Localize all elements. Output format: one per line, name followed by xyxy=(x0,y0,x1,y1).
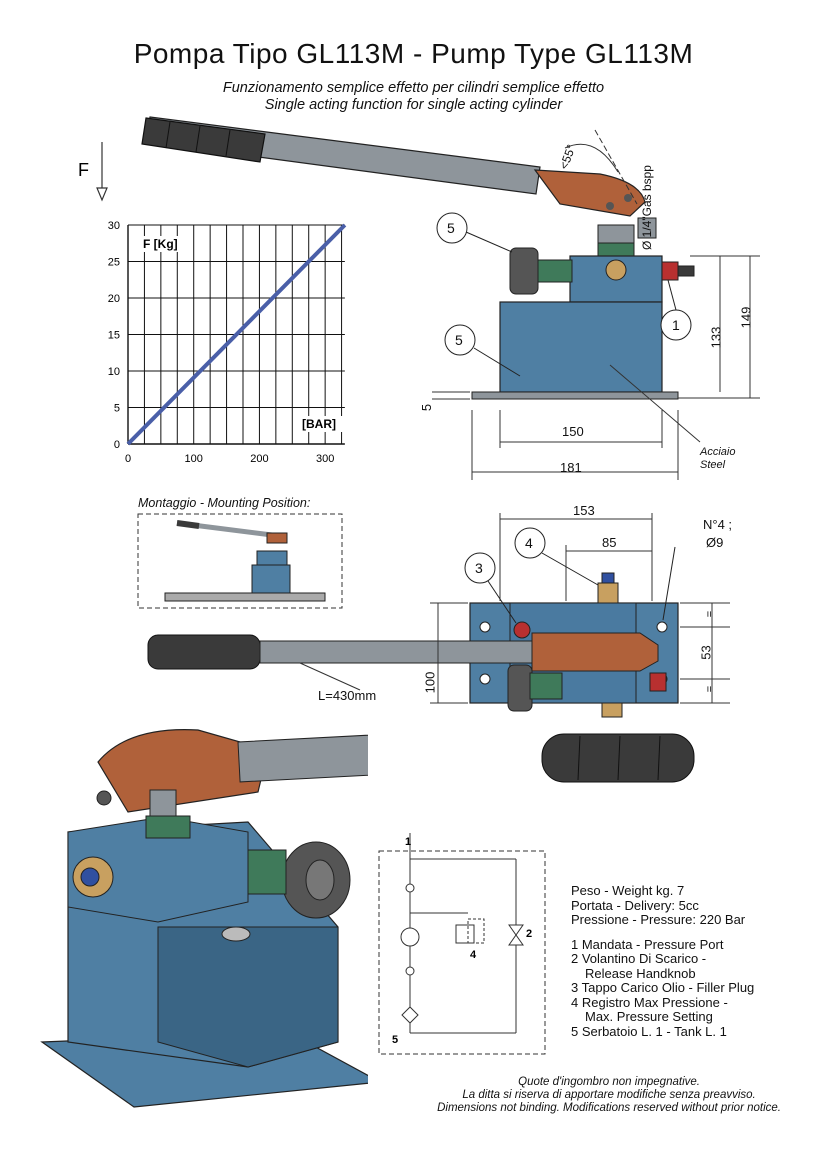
isometric-drawing xyxy=(40,724,368,1108)
hole-diameter: Ø9 xyxy=(706,535,724,550)
holes-count: N°4 ; xyxy=(703,517,733,532)
y-tick-label: 15 xyxy=(108,330,120,342)
y-tick-label: 5 xyxy=(114,403,120,415)
chart-series xyxy=(126,223,347,446)
force-arrow-icon: F xyxy=(78,142,108,202)
x-tick-label: 200 xyxy=(250,453,268,465)
y-tick-label: 20 xyxy=(108,293,120,305)
callout-4: 4 xyxy=(525,535,533,551)
pressure-port xyxy=(661,261,679,281)
series-line xyxy=(126,223,347,446)
dim-181: 181 xyxy=(560,460,582,475)
footer-line: Quote d'ingombro non impegnative. xyxy=(518,1076,700,1088)
iso-grip xyxy=(541,733,695,783)
filler-plug xyxy=(513,621,531,639)
legend-item: Release Handknob xyxy=(585,965,696,981)
mounting-drawing xyxy=(137,513,343,609)
callout-1: 1 xyxy=(672,317,680,333)
dim-5: 5 xyxy=(419,403,435,412)
dim-53: 53 xyxy=(698,645,714,660)
material-it: Acciaio xyxy=(700,446,736,458)
x-tick-label: 0 xyxy=(125,453,131,465)
legend-item: 5 Serbatoio L. 1 - Tank L. 1 xyxy=(571,1023,727,1039)
equal-mark-bottom: = xyxy=(704,685,717,693)
callout-5: 5 xyxy=(455,332,463,348)
subtitle-italian: Funzionamento semplice effetto per cilin… xyxy=(222,80,605,96)
x-tick-label: 100 xyxy=(185,453,203,465)
schematic-label-5: 5 xyxy=(392,1034,398,1046)
y-tick-label: 10 xyxy=(108,366,120,378)
release-handknob xyxy=(509,247,539,295)
x-tick-label: 300 xyxy=(316,453,334,465)
base-plate xyxy=(471,391,679,400)
dim-100: 100 xyxy=(422,671,438,694)
pump-lever xyxy=(141,116,646,217)
legend-item: 1 Mandata - Pressure Port xyxy=(571,936,724,952)
dim-149: 149 xyxy=(738,306,754,329)
callout-3: 3 xyxy=(475,560,483,576)
port-label: Ø 1/4"Gas bspp xyxy=(640,165,654,250)
footer-line: Dimensions not binding. Modifications re… xyxy=(437,1102,781,1114)
dim-85: 85 xyxy=(602,535,617,550)
legend-item: 2 Volantino Di Scarico - xyxy=(571,951,707,966)
x-label-bg xyxy=(299,416,343,432)
lever-length: L=430mm xyxy=(318,688,377,703)
schematic-label-1: 1 xyxy=(405,836,411,848)
chart-y-label: F [Kg] xyxy=(143,237,178,251)
mounting-label: Montaggio - Mounting Position: xyxy=(138,496,311,510)
y-label-bg xyxy=(140,236,192,252)
top-view-grip xyxy=(147,634,261,670)
y-tick-label: 25 xyxy=(108,257,120,269)
dim-153: 153 xyxy=(573,503,595,518)
top-view-drawing xyxy=(147,513,730,718)
legend-item: 3 Tappo Carico Olio - Filler Plug xyxy=(571,980,755,995)
legend-item: 4 Registro Max Pressione - xyxy=(571,994,728,1010)
relief-valve-symbol xyxy=(455,924,475,944)
y-tick-label: 0 xyxy=(114,439,120,451)
spec-delivery: Portata - Delivery: 5cc xyxy=(571,897,699,913)
footer-line: La ditta si riserva di apportare modific… xyxy=(462,1089,756,1101)
callout-2: 5 xyxy=(447,220,455,236)
schematic-label-4: 4 xyxy=(470,949,477,961)
dim-133: 133 xyxy=(708,326,724,349)
chart-x-label: [BAR] xyxy=(302,417,336,431)
subtitle-english: Single acting function for single acting… xyxy=(264,97,563,113)
side-view-drawing xyxy=(141,116,646,217)
chart-grid xyxy=(127,224,345,445)
y-tick-label: 30 xyxy=(108,220,120,232)
legend-item: Max. Pressure Setting xyxy=(585,1009,713,1024)
spec-pressure: Pressione - Pressure: 220 Bar xyxy=(571,912,746,927)
spec-weight: Peso - Weight kg. 7 xyxy=(571,883,685,898)
schematic-label-2: 2 xyxy=(526,928,532,940)
material-en: Steel xyxy=(700,459,726,471)
side-view-body xyxy=(432,212,760,480)
dim-150: 150 xyxy=(562,424,584,439)
pump-symbol xyxy=(400,927,420,947)
footer-notes: Quote d'ingombro non impegnative. La dit… xyxy=(437,1076,781,1115)
page-title: Pompa Tipo GL113M - Pump Type GL113M xyxy=(133,38,694,69)
specs-block: Peso - Weight kg. 7 Portata - Delivery: … xyxy=(571,883,755,1039)
oil-tank xyxy=(499,301,663,393)
force-label: F xyxy=(78,160,89,180)
equal-mark-top: = xyxy=(704,610,717,618)
hydraulic-schematic: 1 2 4 5 xyxy=(378,833,546,1055)
